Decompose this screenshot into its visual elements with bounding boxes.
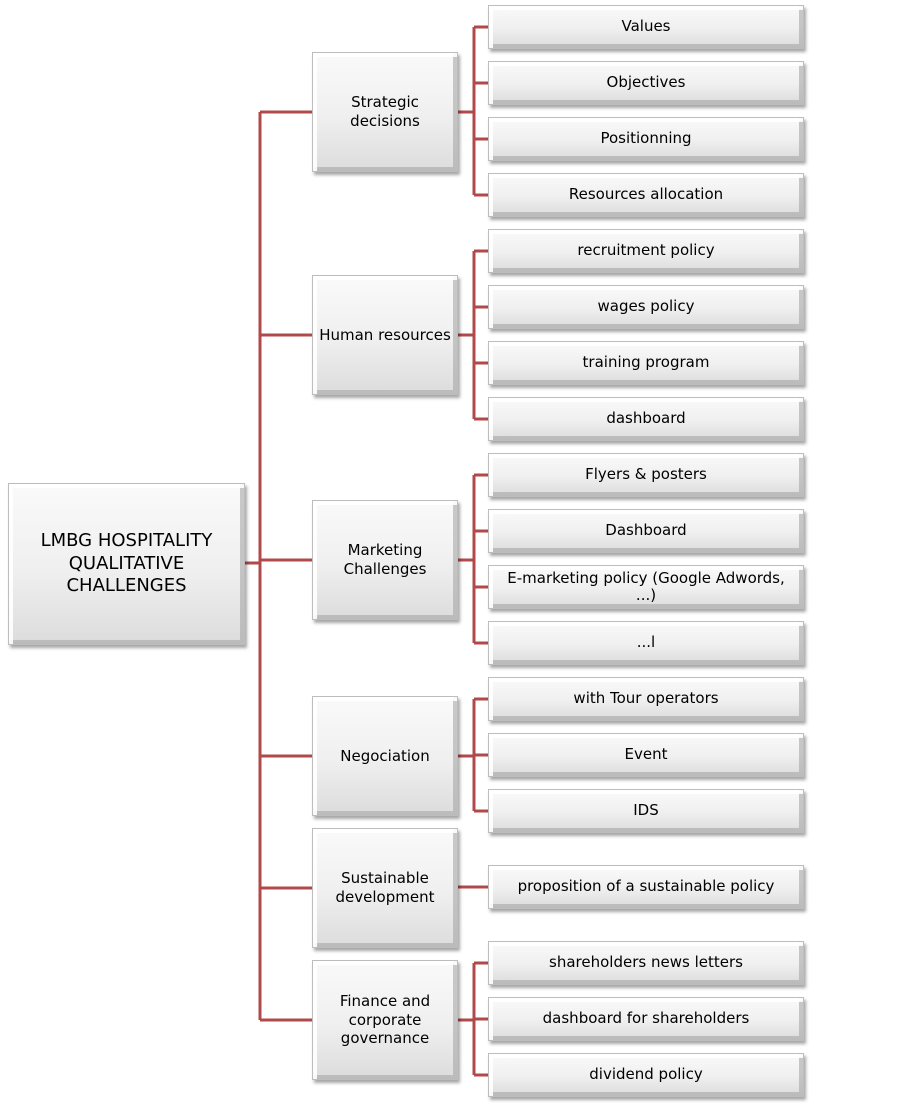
leaf-node-label: ...l — [636, 633, 656, 652]
leaf-node-label: Event — [624, 745, 668, 764]
leaf-node-label: recruitment policy — [577, 241, 715, 260]
leaf-node: shareholders news letters — [488, 941, 804, 985]
branch-node-label: Negociation — [340, 746, 430, 765]
leaf-node-label: proposition of a sustainable policy — [517, 877, 775, 896]
leaf-node: ...l — [488, 621, 804, 665]
leaf-node: dashboard for shareholders — [488, 997, 804, 1041]
leaf-node-label: Flyers & posters — [585, 465, 707, 484]
root-node: LMBG HOSPITALITY QUALITATIVE CHALLENGES — [8, 483, 245, 645]
branch-node-marketing-challenges: Marketing Challenges — [312, 500, 458, 620]
leaf-node: dividend policy — [488, 1053, 804, 1097]
leaf-node: Flyers & posters — [488, 453, 804, 497]
leaf-node: E-marketing policy (Google Adwords, ...) — [488, 565, 804, 609]
leaf-node: Objectives — [488, 61, 804, 105]
branch-node-label: Sustainable development — [335, 869, 435, 906]
leaf-node: wages policy — [488, 285, 804, 329]
branch-node-strategic-decisions: Strategic decisions — [312, 52, 458, 172]
leaf-node-label: Dashboard — [605, 521, 687, 540]
branch-node-negociation: Negociation — [312, 696, 458, 816]
branch-node-label: Strategic decisions — [350, 93, 420, 130]
leaf-node-label: Resources allocation — [568, 185, 724, 204]
leaf-node-label: Objectives — [606, 73, 686, 92]
leaf-node: proposition of a sustainable policy — [488, 865, 804, 909]
leaf-node-label: training program — [582, 353, 710, 372]
leaf-node-label: dividend policy — [589, 1065, 703, 1084]
branch-node-finance-and-corporate-governance: Finance and corporate governance — [312, 960, 458, 1080]
branch-node-human-resources: Human resources — [312, 275, 458, 395]
leaf-node-label: dashboard — [606, 409, 686, 428]
leaf-node-label: E-marketing policy (Google Adwords, ...) — [507, 568, 785, 604]
leaf-node-label: IDS — [633, 801, 659, 820]
leaf-node: Values — [488, 5, 804, 49]
leaf-node: with Tour operators — [488, 677, 804, 721]
leaf-node-label: shareholders news letters — [549, 953, 743, 972]
leaf-node: Resources allocation — [488, 173, 804, 217]
branch-node-label: Finance and corporate governance — [339, 991, 431, 1048]
leaf-node: training program — [488, 341, 804, 385]
leaf-node-label: wages policy — [597, 297, 695, 316]
leaf-node-label: with Tour operators — [573, 689, 719, 708]
root-node-label: LMBG HOSPITALITY QUALITATIVE CHALLENGES — [40, 530, 213, 597]
leaf-node: dashboard — [488, 397, 804, 441]
leaf-node-label: Values — [621, 17, 671, 36]
leaf-node-label: dashboard for shareholders — [542, 1009, 750, 1028]
branch-node-label: Human resources — [319, 325, 451, 344]
leaf-node: IDS — [488, 789, 804, 833]
branch-node-label: Marketing Challenges — [343, 541, 427, 578]
leaf-node: Positionning — [488, 117, 804, 161]
leaf-node: recruitment policy — [488, 229, 804, 273]
branch-node-sustainable-development: Sustainable development — [312, 828, 458, 948]
leaf-node-label: Positionning — [600, 129, 692, 148]
leaf-node: Event — [488, 733, 804, 777]
leaf-node: Dashboard — [488, 509, 804, 553]
